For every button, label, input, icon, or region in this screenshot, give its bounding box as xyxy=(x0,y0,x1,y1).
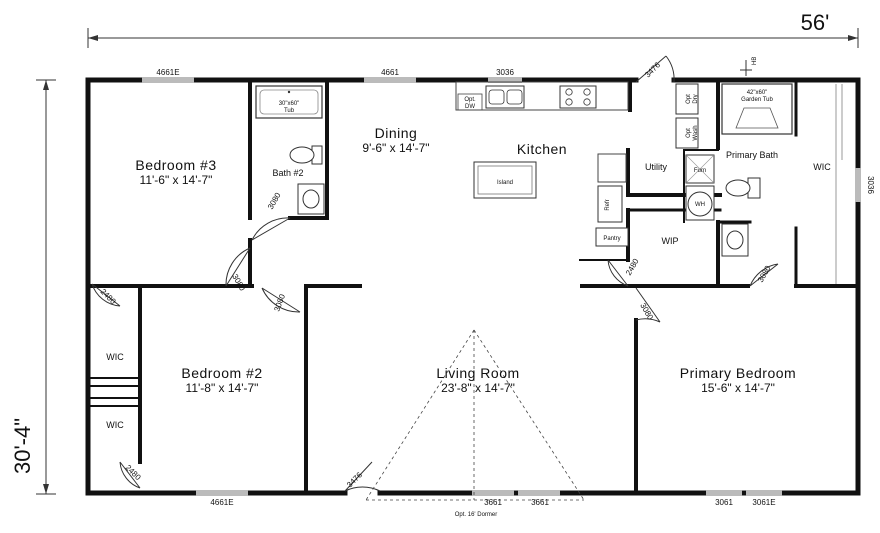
interior-walls xyxy=(88,80,858,493)
door-back xyxy=(635,55,675,83)
primary-bedroom-name: Primary Bedroom xyxy=(680,365,796,381)
room-labels: Bedroom #3 11'-6" x 14'-7" Bath #2 Dinin… xyxy=(106,125,831,430)
kitchen-counter xyxy=(455,81,629,111)
window-top-bed3 xyxy=(142,77,194,83)
bedroom3-name: Bedroom #3 xyxy=(135,157,216,173)
garden-tub xyxy=(721,83,793,135)
kitchen-island xyxy=(473,161,537,199)
door-front xyxy=(344,461,381,492)
svg-text:Opt: Opt xyxy=(686,94,692,104)
svg-text:3036: 3036 xyxy=(866,176,875,194)
svg-text:HB: HB xyxy=(752,57,758,65)
living-room-dims: 23'-8" x 14'-7" xyxy=(441,381,515,395)
window-top-dining xyxy=(364,77,416,83)
door-primary-bath xyxy=(749,263,779,287)
window-bottom-living1 xyxy=(472,490,514,496)
living-room-name: Living Room xyxy=(436,365,519,381)
dining-dims: 9'-6" x 14'-7" xyxy=(362,141,429,155)
dormer-label: Opt. 16' Dormer xyxy=(455,512,498,518)
svg-text:Opt.: Opt. xyxy=(464,97,476,103)
kitchen-name: Kitchen xyxy=(517,141,567,157)
svg-text:3080: 3080 xyxy=(230,273,247,293)
svg-text:3061E: 3061E xyxy=(752,498,775,507)
doors xyxy=(91,55,779,492)
door-primary xyxy=(635,287,661,323)
svg-text:3080: 3080 xyxy=(266,191,283,211)
svg-text:4661E: 4661E xyxy=(156,68,179,77)
svg-text:Island: Island xyxy=(497,180,513,186)
svg-text:DW: DW xyxy=(465,104,475,110)
window-right-wic xyxy=(855,168,861,202)
kitchen-range xyxy=(559,85,597,109)
optional-dormer xyxy=(365,329,585,501)
utility-name: Utility xyxy=(645,162,667,172)
depth-dimension: 30'-4" xyxy=(10,79,56,495)
svg-text:Tub: Tub xyxy=(284,108,295,114)
svg-text:4661: 4661 xyxy=(381,68,399,77)
svg-text:Pantry: Pantry xyxy=(603,236,620,242)
svg-text:3061: 3061 xyxy=(715,498,733,507)
bath2-toilet xyxy=(289,145,323,165)
wic-lower-name: WIC xyxy=(106,420,124,430)
svg-text:Opt: Opt xyxy=(686,128,692,138)
depth-label: 30'-4" xyxy=(10,418,35,474)
svg-text:3661: 3661 xyxy=(531,498,549,507)
svg-text:Wash: Wash xyxy=(693,125,699,140)
svg-text:3476: 3476 xyxy=(643,60,662,79)
windows: 4661E 4661 3036 3036 4661E 3661 3661 306… xyxy=(142,68,875,507)
door-bed3 xyxy=(225,247,251,287)
refrigerator xyxy=(597,185,623,223)
door-wip xyxy=(607,259,629,287)
fixtures: 30"x60" Tub Opt. DW Island xyxy=(255,57,843,284)
primary-toilet xyxy=(725,177,761,199)
svg-text:30"x60": 30"x60" xyxy=(279,101,300,107)
bedroom2-name: Bedroom #2 xyxy=(181,365,262,381)
door-wic-upper xyxy=(91,283,121,307)
bath2-sink xyxy=(297,183,325,215)
svg-text:3036: 3036 xyxy=(496,68,514,77)
window-bottom-primary2 xyxy=(746,490,782,496)
pantry xyxy=(595,227,629,247)
dining-name: Dining xyxy=(375,125,418,141)
svg-text:2480: 2480 xyxy=(99,287,118,306)
svg-text:Furn: Furn xyxy=(694,168,706,174)
door-wic-lower xyxy=(119,461,141,489)
svg-text:4661E: 4661E xyxy=(210,498,233,507)
window-bottom-bed2 xyxy=(196,490,248,496)
wip-name: WIP xyxy=(662,236,679,246)
width-label: 56' xyxy=(801,10,830,35)
window-bottom-primary1 xyxy=(706,490,742,496)
utility-cabinet xyxy=(597,153,627,183)
kitchen-sink xyxy=(485,85,525,109)
primary-sink xyxy=(721,223,749,257)
bath2-name: Bath #2 xyxy=(272,168,303,178)
width-dimension: 56' xyxy=(87,10,859,48)
washer xyxy=(675,117,699,149)
primary-bedroom-dims: 15'-6" x 14'-7" xyxy=(701,381,775,395)
dryer xyxy=(675,83,699,115)
svg-text:Dry: Dry xyxy=(693,94,699,103)
door-bed2 xyxy=(261,287,301,313)
wic-primary-name: WIC xyxy=(813,162,831,172)
svg-text:WH: WH xyxy=(695,202,705,208)
window-bottom-living2 xyxy=(518,490,560,496)
svg-text:3080: 3080 xyxy=(756,264,773,284)
svg-text:Refr: Refr xyxy=(605,199,611,210)
window-top-kitchen xyxy=(488,77,522,83)
svg-text:Garden Tub: Garden Tub xyxy=(741,97,773,103)
primary-bath-name: Primary Bath xyxy=(726,150,778,160)
wic-upper-name: WIC xyxy=(106,352,124,362)
svg-text:3661: 3661 xyxy=(484,498,502,507)
svg-text:42"x60": 42"x60" xyxy=(747,90,768,96)
bedroom3-dims: 11'-6" x 14'-7" xyxy=(140,173,213,187)
door-bath2 xyxy=(251,217,291,241)
bedroom2-dims: 11'-8" x 14'-7" xyxy=(186,381,259,395)
door-labels: 3080 3080 3080 2480 2480 3476 3476 2480 … xyxy=(99,60,773,489)
